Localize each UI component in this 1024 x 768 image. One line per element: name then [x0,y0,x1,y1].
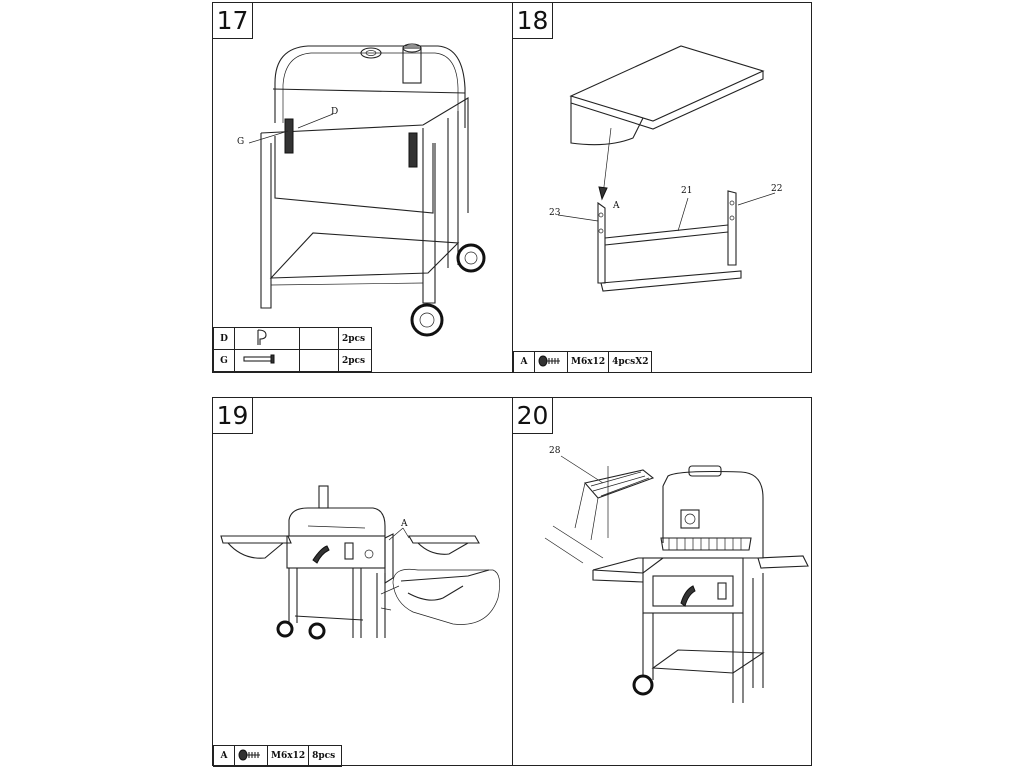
part-code: G [213,349,235,372]
part-code: A [513,351,535,373]
bolt-icon [234,745,268,767]
parts-row: D 2pcs [213,327,372,350]
callout-g: G [237,137,245,147]
step-number: 18 [513,3,553,39]
side-shelf-bracket-illustration [557,45,776,292]
parts-table: D 2pcs G 2pcs [213,327,372,372]
step-17-panel: 17 G D D [212,2,513,373]
callout-a: A [401,519,408,529]
step-number: 17 [213,3,253,39]
step-number: 20 [513,398,553,434]
bolt-icon [534,351,568,373]
callout-22: 22 [771,184,783,194]
long-pin-icon [234,349,300,372]
part-size [299,327,339,350]
part-qty: 4pcsX2 [608,351,653,373]
part-size: M6x12 [266,745,310,767]
r-clip-pin-icon [234,327,300,350]
callout-d: D [331,107,339,117]
step-number: 19 [213,398,253,434]
step-19-panel: 19 A A [212,397,513,767]
attach-side-shelves-illustration [220,485,500,640]
step-18-panel: 18 23 A 21 22 A M6x12 4pcsX2 [512,2,812,373]
parts-table: A M6x12 4pcsX2 [513,351,653,373]
install-warming-rack-illustration [544,455,809,703]
part-size: M6x12 [566,351,610,373]
parts-row: A M6x12 4pcsX2 [513,351,653,373]
parts-row: A M6x12 8pcs [213,745,343,767]
part-code: D [213,327,235,350]
callout-23: 23 [549,208,561,218]
step-20-panel: 20 28 [512,397,812,766]
part-size [299,349,339,372]
callout-21: 21 [681,186,693,196]
part-qty: 8pcs [308,745,343,767]
part-qty: 2pcs [338,349,372,372]
parts-table: A M6x12 8pcs [213,745,343,767]
part-qty: 2pcs [338,327,372,350]
callout-a: A [613,201,620,211]
grill-cart-lid-illustration [248,43,486,337]
callout-28: 28 [549,446,561,456]
part-code: A [213,745,235,767]
parts-row: G 2pcs [213,349,372,372]
